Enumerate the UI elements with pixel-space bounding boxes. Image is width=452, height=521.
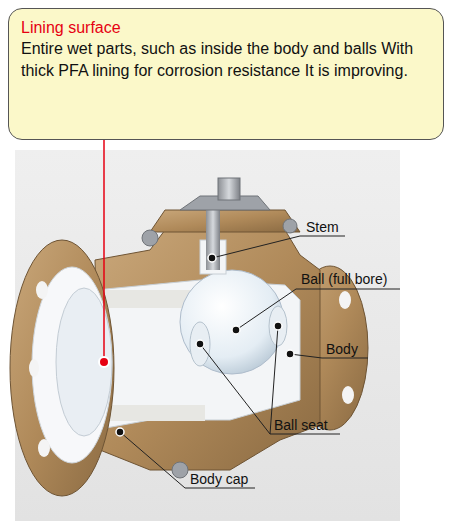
ball-seat	[190, 322, 210, 366]
bolt-hole	[36, 281, 48, 299]
leader-line	[212, 236, 345, 258]
callout-text: Entire wet parts, such as inside the bod…	[21, 38, 431, 82]
ball-seat	[269, 306, 287, 346]
leader-line	[236, 289, 400, 330]
leader-dot	[232, 326, 240, 334]
part-label: Stem	[306, 219, 339, 235]
bolt	[172, 462, 188, 478]
leader-line	[200, 344, 340, 434]
part-label: Body	[326, 341, 358, 357]
leader-dot	[274, 322, 282, 330]
bolt	[142, 230, 158, 246]
leader-lines	[120, 236, 400, 488]
leader-dot	[116, 428, 124, 436]
leader-line	[120, 432, 255, 488]
leader-dot	[208, 254, 216, 262]
left-flange	[10, 240, 114, 496]
stem-top	[218, 178, 240, 200]
callout-dot	[99, 357, 109, 367]
bolt-hole	[342, 386, 354, 404]
ball	[180, 270, 284, 374]
leader-dots	[116, 254, 294, 436]
part-label: Ball seat	[274, 417, 328, 433]
callout-title: Lining surface	[21, 17, 431, 38]
bolt-hole	[38, 439, 50, 457]
flange-lining	[32, 267, 112, 463]
leader-dot	[286, 350, 294, 358]
callout-box: Lining surfaceEntire wet parts, such as …	[8, 8, 444, 140]
leader-dot	[196, 340, 204, 348]
bolt-hole	[339, 291, 351, 309]
bolt-hole	[29, 359, 39, 377]
bolt	[283, 219, 297, 233]
bonnet	[150, 210, 300, 232]
callout-leader	[103, 140, 105, 362]
part-label: Body cap	[190, 471, 248, 487]
part-label: Ball (full bore)	[301, 271, 387, 287]
